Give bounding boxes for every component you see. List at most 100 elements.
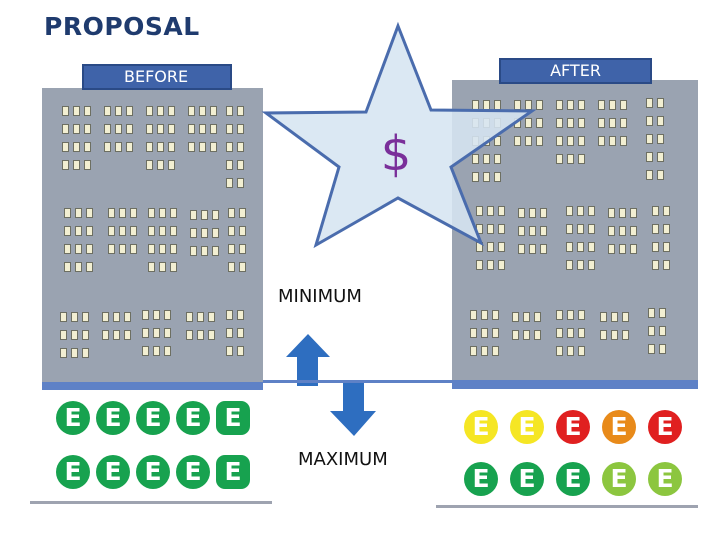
window [146, 124, 153, 134]
window [498, 206, 505, 216]
window [237, 142, 244, 152]
energy-badge: E [464, 462, 498, 496]
building-before [42, 88, 263, 386]
window [170, 226, 177, 236]
window [75, 262, 82, 272]
window [630, 226, 637, 236]
window [470, 328, 477, 338]
window [62, 124, 69, 134]
arrow-down-icon [330, 383, 376, 436]
energy-badge: E [96, 455, 130, 489]
window [523, 330, 530, 340]
window [142, 328, 149, 338]
window [226, 160, 233, 170]
window [60, 348, 67, 358]
window [126, 106, 133, 116]
window [578, 346, 585, 356]
window [212, 210, 219, 220]
window [577, 224, 584, 234]
window [115, 106, 122, 116]
window [119, 244, 126, 254]
window [663, 206, 670, 216]
window [60, 312, 67, 322]
window [566, 242, 573, 252]
window [82, 348, 89, 358]
window [648, 344, 655, 354]
window [567, 154, 574, 164]
window [577, 242, 584, 252]
window [567, 328, 574, 338]
window [210, 124, 217, 134]
window [577, 206, 584, 216]
window [237, 178, 244, 188]
window [598, 100, 605, 110]
window [113, 330, 120, 340]
window [476, 206, 483, 216]
window [119, 208, 126, 218]
window [201, 228, 208, 238]
window [657, 152, 664, 162]
window [578, 310, 585, 320]
window [652, 242, 659, 252]
window [226, 178, 233, 188]
window [529, 226, 536, 236]
window [620, 100, 627, 110]
window [62, 106, 69, 116]
window [201, 210, 208, 220]
window [540, 208, 547, 218]
window [62, 160, 69, 170]
window [64, 208, 71, 218]
window [608, 208, 615, 218]
window [164, 328, 171, 338]
star-shape [261, 21, 537, 249]
window [226, 346, 233, 356]
window [648, 308, 655, 318]
window [226, 310, 233, 320]
window [228, 262, 235, 272]
window [472, 172, 479, 182]
window [619, 208, 626, 218]
window [239, 208, 246, 218]
energy-badge: E [602, 410, 636, 444]
window [525, 118, 532, 128]
energy-badge: E [602, 462, 636, 496]
window [84, 124, 91, 134]
window [608, 226, 615, 236]
window [646, 152, 653, 162]
window [86, 244, 93, 254]
window [84, 142, 91, 152]
window [492, 346, 499, 356]
window [86, 226, 93, 236]
window [578, 118, 585, 128]
window [620, 136, 627, 146]
window [188, 124, 195, 134]
window [108, 244, 115, 254]
ground-before [42, 382, 263, 390]
window [657, 170, 664, 180]
window [113, 312, 120, 322]
ground-after [452, 380, 698, 389]
window [483, 154, 490, 164]
window [159, 208, 166, 218]
base-before [30, 501, 272, 504]
window [153, 310, 160, 320]
window [512, 312, 519, 322]
window [534, 312, 541, 322]
window [104, 142, 111, 152]
minimum-label: MINIMUM [278, 286, 362, 307]
window [494, 172, 501, 182]
window [208, 330, 215, 340]
window [494, 154, 501, 164]
window [73, 142, 80, 152]
window [62, 142, 69, 152]
window [239, 244, 246, 254]
energy-badge: E [648, 462, 682, 496]
window [536, 100, 543, 110]
window [609, 118, 616, 128]
window [472, 154, 479, 164]
window [529, 208, 536, 218]
window [108, 226, 115, 236]
window [481, 310, 488, 320]
window [226, 106, 233, 116]
